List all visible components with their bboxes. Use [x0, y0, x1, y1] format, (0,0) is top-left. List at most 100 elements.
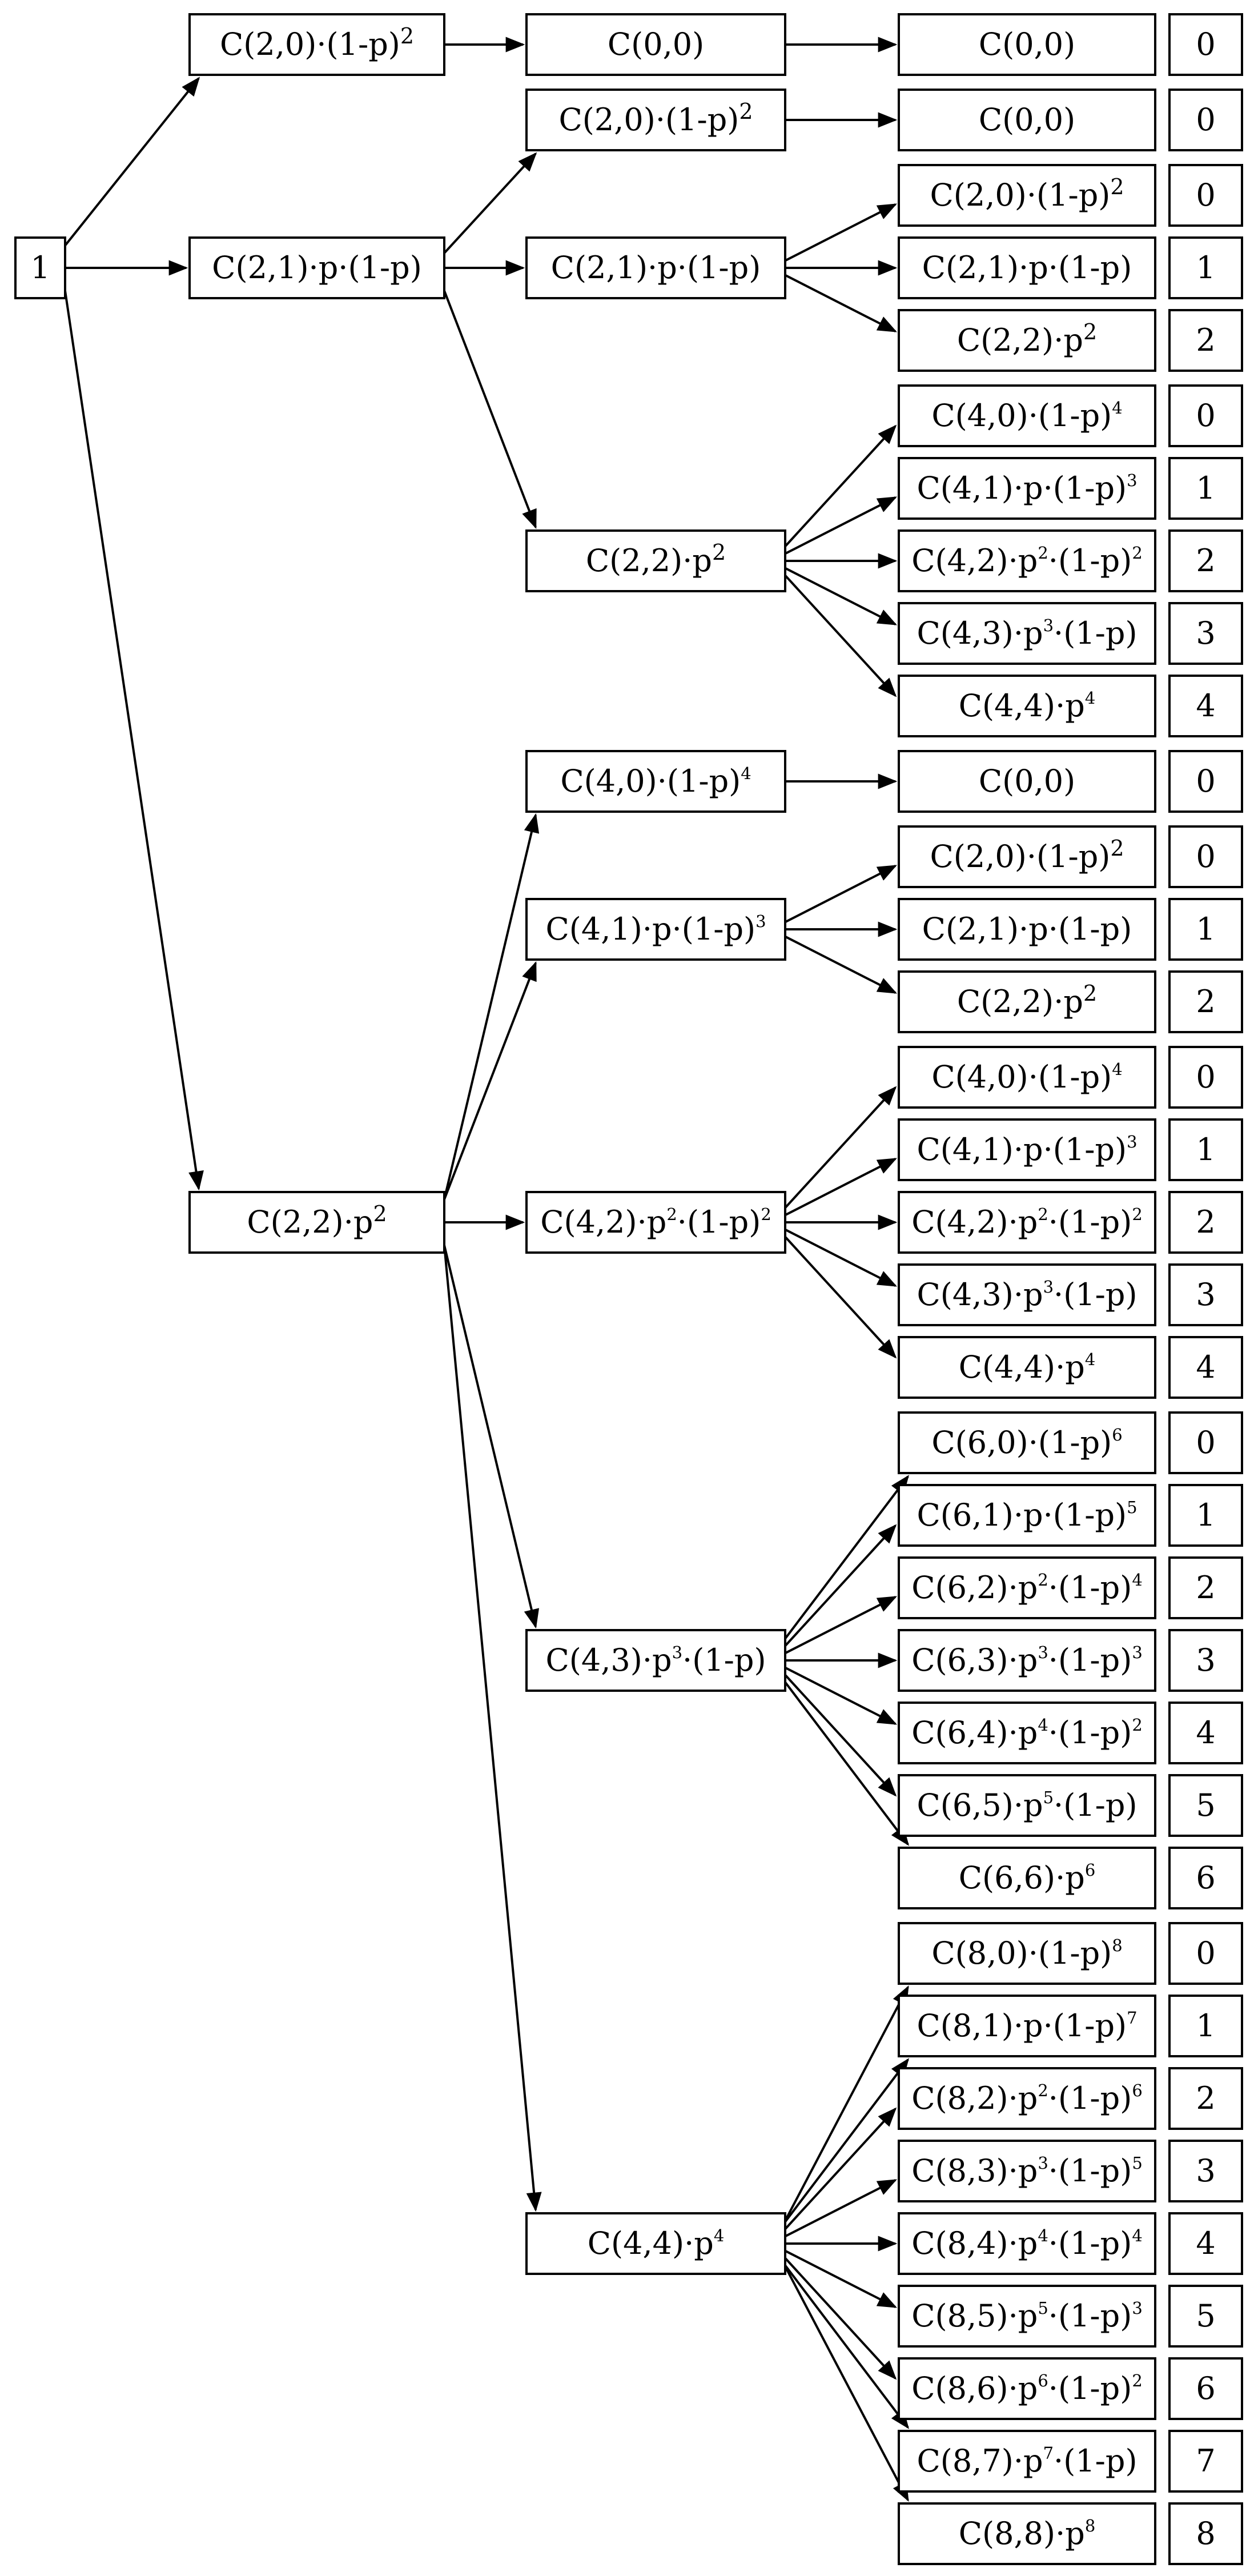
exponent: 2: [666, 1205, 677, 1224]
value-box-label: 0: [1196, 763, 1216, 799]
leaf-node: C(0,0): [898, 89, 1156, 151]
exponent: 2: [712, 540, 726, 565]
exponent: 3: [1038, 2153, 1048, 2173]
leaf-node: C(4,4)·p4: [898, 1336, 1156, 1399]
value-box-label: 0: [1196, 838, 1216, 874]
value-box: 1: [1168, 236, 1243, 299]
leaf-node-label: C(0,0): [978, 763, 1076, 799]
value-box-label: 0: [1196, 1059, 1216, 1095]
exponent: 2: [1083, 319, 1098, 344]
exponent: 2: [1083, 981, 1098, 1006]
exponent: 2: [1132, 1205, 1143, 1224]
edge-arrow: [785, 1596, 898, 1655]
edge-arrow: [443, 152, 537, 254]
value-box-label: 1: [1196, 911, 1216, 947]
edge-arrow: [785, 274, 898, 332]
exponent: 3: [755, 912, 766, 931]
root-node-label: 1: [30, 250, 50, 286]
value-box: 0: [1168, 750, 1243, 813]
value-box-label: 1: [1196, 470, 1216, 506]
value-box: 4: [1168, 1336, 1243, 1399]
edge-arrow: [784, 1475, 910, 1640]
leaf-node-label: C(8,3)·p3·(1-p)5: [911, 2153, 1143, 2189]
leaf-node-label: C(6,3)·p3·(1-p)3: [911, 1642, 1143, 1678]
value-box: 0: [1168, 384, 1243, 447]
edge-arrow: [784, 424, 897, 547]
exponent: 2: [1038, 2081, 1048, 2100]
leaf-node-label: C(0,0): [978, 102, 1076, 138]
value-box-label: 2: [1196, 543, 1216, 579]
value-box: 4: [1168, 675, 1243, 737]
edge-arrow: [785, 567, 898, 625]
leaf-node: C(8,5)·p5·(1-p)3: [898, 2285, 1156, 2348]
value-box: 0: [1168, 89, 1243, 151]
value-box: 2: [1168, 2067, 1243, 2130]
exponent: 2: [1132, 2371, 1143, 2390]
root-node: 1: [14, 236, 66, 299]
value-box: 3: [1168, 2140, 1243, 2202]
branch-node-level2-label: C(2,2)·p2: [585, 540, 726, 579]
leaf-node: C(6,3)·p3·(1-p)3: [898, 1629, 1156, 1692]
leaf-node-label: C(4,0)·(1-p)4: [931, 398, 1123, 434]
leaf-node-label: C(4,3)·p3·(1-p): [917, 615, 1138, 651]
leaf-node: C(8,3)·p3·(1-p)5: [898, 2140, 1156, 2202]
leaf-node: C(4,2)·p2·(1-p)2: [898, 1191, 1156, 1254]
exponent: 8: [1084, 2516, 1096, 2535]
value-box: 6: [1168, 1847, 1243, 1909]
exponent: 6: [1132, 2081, 1143, 2100]
leaf-node: C(8,0)·(1-p)8: [898, 1922, 1156, 1985]
leaf-node: C(4,3)·p3·(1-p): [898, 602, 1156, 665]
value-box-label: 3: [1196, 2153, 1216, 2189]
edge-arrow: [785, 2179, 898, 2238]
leaf-node: C(6,6)·p6: [898, 1847, 1156, 1909]
exponent: 3: [1132, 2298, 1143, 2318]
exponent: 6: [1038, 2371, 1048, 2390]
value-box: 1: [1168, 898, 1243, 961]
exponent: 7: [1043, 2443, 1054, 2463]
branch-node-level2: C(2,0)·(1-p)2: [525, 89, 786, 151]
leaf-node: C(8,4)·p4·(1-p)4: [898, 2212, 1156, 2275]
edge-arrow: [784, 1674, 897, 1797]
leaf-node-label: C(4,1)·p·(1-p)3: [917, 1131, 1138, 1167]
value-box: 0: [1168, 1922, 1243, 1985]
exponent: 2: [1132, 1715, 1143, 1735]
exponent: 2: [1038, 1570, 1048, 1590]
leaf-node-label: C(8,0)·(1-p)8: [931, 1935, 1123, 1971]
edge-arrow: [784, 2257, 897, 2380]
value-box-label: 5: [1196, 1787, 1216, 1823]
leaf-node: C(4,0)·(1-p)4: [898, 1046, 1156, 1109]
edge-arrow: [785, 1666, 898, 1725]
exponent: 3: [1038, 1643, 1048, 1662]
value-box-label: 1: [1196, 250, 1216, 286]
edge-arrow: [785, 2249, 898, 2308]
exponent: 4: [713, 2226, 725, 2245]
edge-arrow: [785, 1158, 898, 1217]
exponent: 3: [1132, 1643, 1143, 1662]
edge-arrow: [443, 1245, 542, 2212]
leaf-node-label: C(2,0)·(1-p)2: [930, 174, 1124, 213]
leaf-node: C(2,2)·p2: [898, 970, 1156, 1033]
exponent: 2: [400, 23, 415, 49]
value-box: 1: [1168, 1118, 1243, 1181]
branch-node-level2: C(2,2)·p2: [525, 529, 786, 592]
leaf-node-label: C(6,2)·p2·(1-p)4: [911, 1570, 1143, 1606]
exponent: 2: [1038, 543, 1048, 563]
exponent: 4: [1038, 1715, 1048, 1735]
value-box-label: 8: [1196, 2515, 1216, 2551]
exponent: 2: [1110, 836, 1124, 861]
edge-arrow: [784, 1985, 909, 2221]
leaf-node: C(8,8)·p8: [898, 2502, 1156, 2565]
value-box-label: 4: [1196, 1715, 1216, 1751]
value-box: 3: [1168, 1263, 1243, 1326]
value-box: 0: [1168, 1411, 1243, 1474]
value-box: 2: [1168, 1191, 1243, 1254]
leaf-node: C(4,3)·p3·(1-p): [898, 1263, 1156, 1326]
leaf-node-label: C(4,2)·p2·(1-p)2: [911, 1204, 1143, 1240]
value-box: 1: [1168, 1484, 1243, 1547]
exponent: 8: [1112, 1936, 1123, 1955]
branch-node-level1: C(2,1)·p·(1-p): [188, 236, 445, 299]
value-box-label: 5: [1196, 2298, 1216, 2334]
leaf-node: C(0,0): [898, 13, 1156, 76]
exponent: 4: [1084, 1350, 1096, 1369]
branch-node-level2-label: C(4,0)·(1-p)4: [560, 763, 751, 799]
